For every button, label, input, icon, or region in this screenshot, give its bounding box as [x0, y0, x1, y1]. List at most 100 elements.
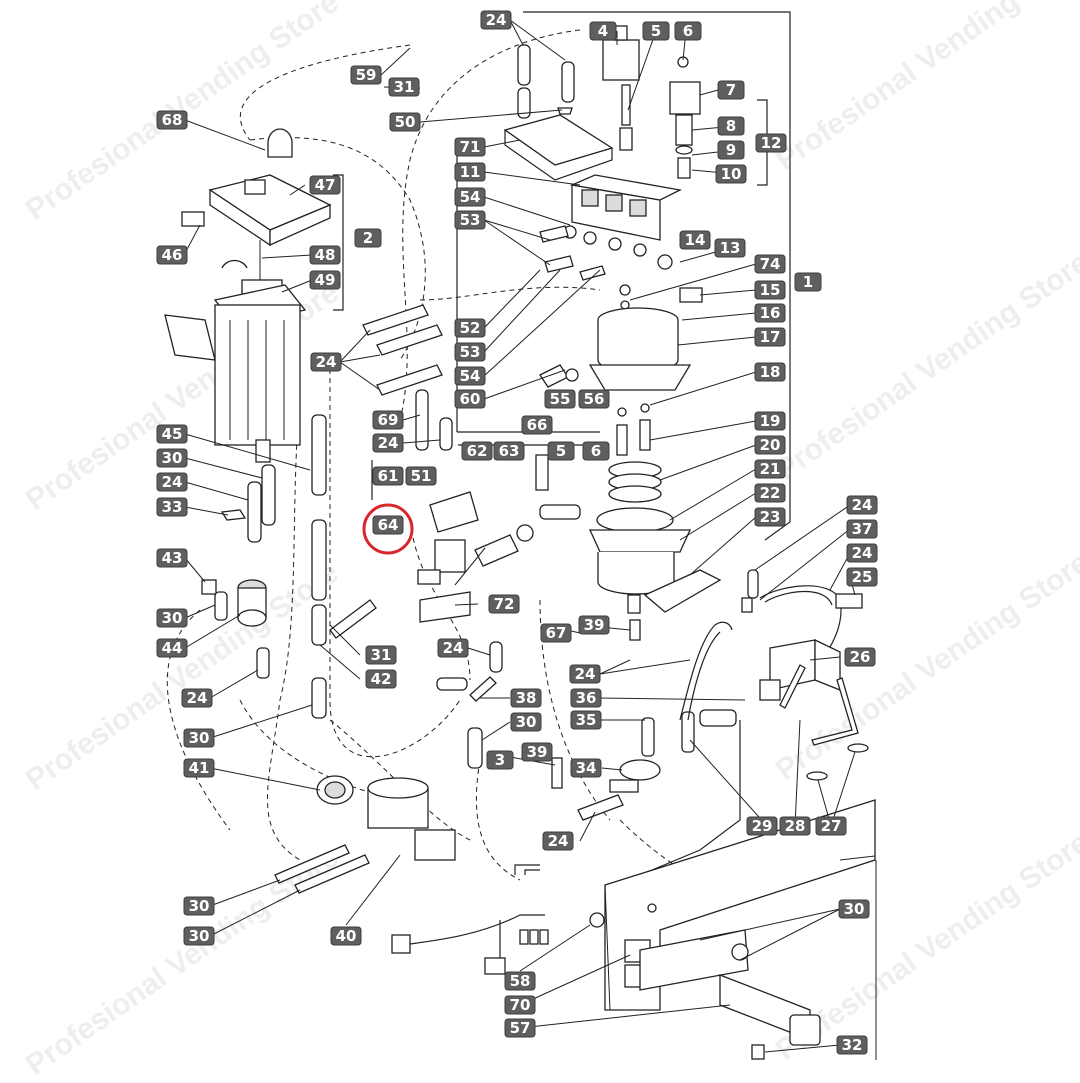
svg-text:71: 71 — [460, 138, 481, 156]
boiler-assembly — [539, 284, 722, 641]
callout-2: 2 — [354, 228, 382, 248]
callout-46: 46 — [156, 245, 188, 265]
water-tank-assembly — [164, 128, 332, 463]
callout-64: 64 — [372, 515, 404, 535]
svg-text:59: 59 — [356, 66, 377, 84]
svg-text:24: 24 — [548, 832, 569, 850]
valve-block — [539, 25, 701, 281]
callout-56: 56 — [578, 389, 610, 409]
svg-text:54: 54 — [460, 367, 481, 385]
svg-text:30: 30 — [162, 449, 183, 467]
callout-3: 3 — [486, 750, 514, 770]
callout-48: 48 — [309, 245, 341, 265]
callout-47: 47 — [309, 175, 341, 195]
svg-text:30: 30 — [516, 713, 537, 731]
callout-24: 24 — [372, 433, 404, 453]
svg-text:24: 24 — [575, 665, 596, 683]
svg-text:36: 36 — [576, 689, 597, 707]
callout-24: 24 — [846, 543, 878, 563]
callout-19: 19 — [754, 411, 786, 431]
svg-text:68: 68 — [162, 111, 183, 129]
callout-41: 41 — [183, 758, 215, 778]
callout-66: 66 — [521, 415, 553, 435]
svg-text:18: 18 — [760, 363, 781, 381]
flowmeter-assembly — [274, 775, 549, 975]
callout-69: 69 — [372, 410, 404, 430]
svg-text:39: 39 — [527, 743, 548, 761]
callout-67: 67 — [540, 623, 572, 643]
callout-7: 7 — [717, 80, 745, 100]
svg-text:26: 26 — [850, 648, 871, 666]
callout-30: 30 — [156, 448, 188, 468]
highlight-circle-64 — [362, 503, 414, 555]
callout-52: 52 — [454, 318, 486, 338]
svg-text:29: 29 — [752, 817, 773, 835]
middle-valve-group — [417, 454, 581, 623]
leader-lines — [183, 19, 856, 1053]
callout-31: 31 — [365, 645, 397, 665]
svg-text:7: 7 — [726, 81, 736, 99]
callout-32: 32 — [836, 1035, 868, 1055]
svg-text:62: 62 — [467, 442, 488, 460]
callout-24: 24 — [437, 638, 469, 658]
callout-27: 27 — [815, 816, 847, 836]
svg-text:19: 19 — [760, 412, 781, 430]
svg-text:9: 9 — [726, 141, 736, 159]
svg-text:60: 60 — [460, 390, 481, 408]
svg-text:24: 24 — [378, 434, 399, 452]
svg-text:51: 51 — [411, 467, 432, 485]
svg-text:46: 46 — [162, 246, 183, 264]
svg-text:39: 39 — [584, 616, 605, 634]
callout-6: 6 — [582, 441, 610, 461]
callout-1: 1 — [794, 272, 822, 292]
callout-30: 30 — [156, 608, 188, 628]
callout-26: 26 — [844, 647, 876, 667]
svg-text:32: 32 — [842, 1036, 863, 1054]
mounting-panel — [589, 720, 877, 1060]
svg-text:30: 30 — [189, 927, 210, 945]
callout-43: 43 — [156, 548, 188, 568]
svg-text:31: 31 — [371, 646, 392, 664]
svg-text:37: 37 — [852, 520, 873, 538]
callout-36: 36 — [570, 688, 602, 708]
svg-text:55: 55 — [550, 390, 571, 408]
callout-24: 24 — [542, 831, 574, 851]
callout-5: 5 — [547, 441, 575, 461]
callout-55: 55 — [544, 389, 576, 409]
svg-text:27: 27 — [821, 817, 842, 835]
svg-text:67: 67 — [546, 624, 567, 642]
callout-59: 59 — [350, 65, 382, 85]
pump-assembly — [641, 569, 869, 781]
svg-text:30: 30 — [844, 900, 865, 918]
callout-30: 30 — [838, 899, 870, 919]
callout-tags: 24 4 5 6 59 31 7 68 50 8 12 71 9 11 10 4… — [156, 10, 878, 1055]
callout-20: 20 — [754, 435, 786, 455]
svg-text:6: 6 — [683, 22, 693, 40]
callout-24: 24 — [569, 664, 601, 684]
callout-70: 70 — [504, 995, 536, 1015]
callout-24: 24 — [156, 472, 188, 492]
callout-9: 9 — [717, 140, 745, 160]
svg-text:24: 24 — [443, 639, 464, 657]
callout-54: 54 — [454, 187, 486, 207]
callout-50: 50 — [389, 112, 421, 132]
svg-text:24: 24 — [852, 544, 873, 562]
svg-text:5: 5 — [651, 22, 661, 40]
svg-text:72: 72 — [494, 595, 515, 613]
callout-71: 71 — [454, 137, 486, 157]
callout-18: 18 — [754, 362, 786, 382]
svg-text:30: 30 — [189, 729, 210, 747]
callout-14: 14 — [679, 230, 711, 250]
callout-29: 29 — [746, 816, 778, 836]
callout-30: 30 — [183, 926, 215, 946]
callout-61: 61 — [372, 466, 404, 486]
svg-text:24: 24 — [162, 473, 183, 491]
svg-text:45: 45 — [162, 425, 183, 443]
svg-text:64: 64 — [378, 516, 399, 534]
callout-34: 34 — [570, 758, 602, 778]
svg-text:11: 11 — [460, 163, 481, 181]
svg-text:48: 48 — [315, 246, 336, 264]
callout-60: 60 — [454, 389, 486, 409]
svg-text:69: 69 — [378, 411, 399, 429]
svg-text:40: 40 — [336, 927, 357, 945]
